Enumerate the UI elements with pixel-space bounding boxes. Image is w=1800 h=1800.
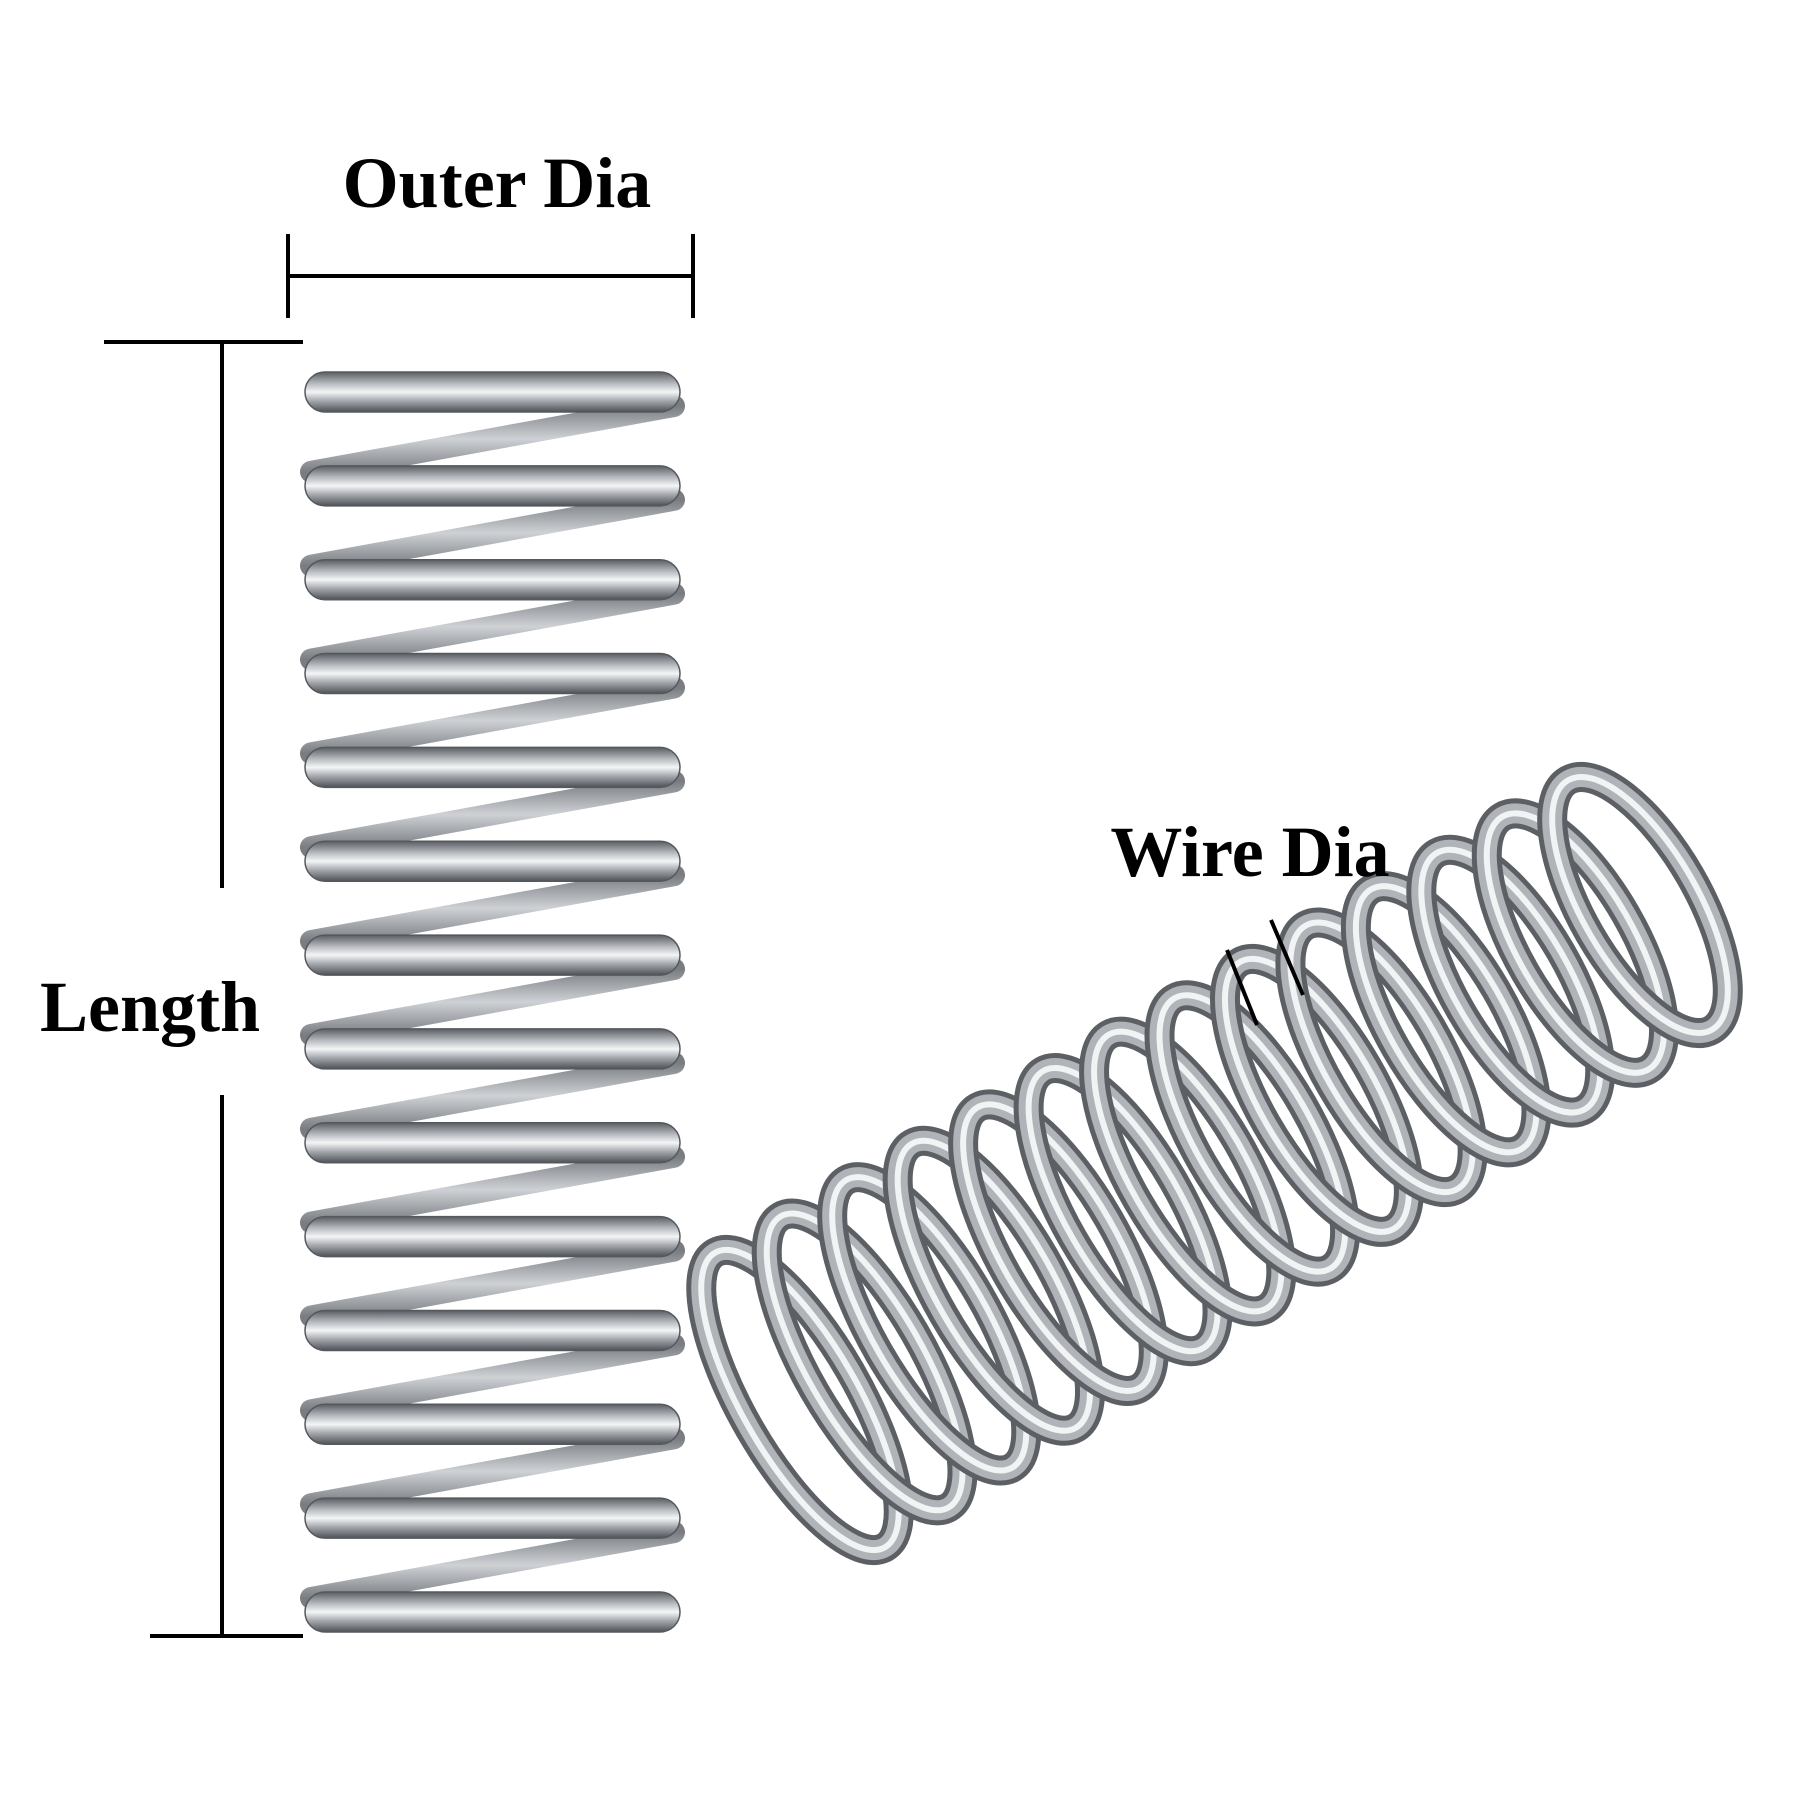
upright-spring-coil — [304, 746, 681, 789]
tilted-spring-coil-highlight — [1418, 846, 1604, 1116]
tilted-spring-coil-highlight — [698, 1246, 902, 1554]
upright-spring-back-strand — [300, 770, 685, 859]
upright-spring-coil — [304, 465, 681, 507]
outer-dia-label: Outer Dia — [343, 143, 652, 223]
upright-spring-back-strand — [300, 395, 685, 483]
tilted-spring — [686, 761, 1743, 1566]
upright-spring-back-strand — [300, 1239, 685, 1328]
upright-spring-back-strand — [300, 1521, 685, 1609]
tilted-spring-coil — [948, 1089, 1169, 1406]
tilted-spring-coil-highlight — [960, 1101, 1157, 1394]
upright-spring-back-strand — [300, 1051, 685, 1140]
upright-spring-coil — [304, 1591, 681, 1633]
tilted-spring-coil-highlight — [894, 1137, 1094, 1434]
tilted-spring-coil-highlight — [829, 1174, 1030, 1474]
outer-dia-dimension — [286, 234, 695, 318]
upright-spring-coil — [304, 371, 681, 413]
upright-spring-coil — [304, 1215, 681, 1258]
tilted-spring-coil — [1471, 798, 1679, 1088]
upright-spring — [300, 371, 685, 1633]
tilted-spring-coil-highlight — [763, 1210, 966, 1514]
length-dimension — [104, 340, 303, 1638]
tilted-spring-coil-highlight — [1025, 1065, 1221, 1355]
tilted-spring-coil — [817, 1162, 1042, 1486]
upright-spring-coil — [304, 934, 681, 976]
upright-spring-back-strand — [300, 1145, 685, 1234]
upright-spring-coil — [304, 840, 681, 882]
upright-spring-back-strand — [300, 676, 685, 765]
upright-spring-back-strand — [300, 958, 685, 1046]
tilted-spring-coil-highlight — [1352, 883, 1540, 1156]
upright-spring-back-strand — [300, 488, 685, 577]
tilted-spring-coil-highlight — [1287, 919, 1476, 1196]
upright-spring-back-strand — [300, 1333, 685, 1422]
wire-dia-dimension — [1225, 919, 1305, 1026]
tilted-spring-coil — [1275, 907, 1488, 1208]
tilted-spring-coil-highlight — [1483, 810, 1667, 1076]
tilted-spring-coil-highlight — [1549, 773, 1731, 1037]
upright-spring-back-strand — [300, 582, 685, 671]
length-label: Length — [40, 967, 260, 1047]
upright-spring-back-strand — [300, 1427, 685, 1516]
tilted-spring-coil — [1209, 943, 1424, 1247]
tilted-spring-coil — [1406, 834, 1616, 1128]
tilted-spring-coil — [1013, 1053, 1233, 1367]
tilted-spring-coil — [751, 1198, 978, 1526]
wire-dia-tick-left — [1225, 949, 1259, 1026]
tilted-spring-coil — [1144, 980, 1361, 1287]
upright-spring-coil — [304, 1028, 681, 1070]
upright-spring-coil — [304, 558, 681, 601]
tilted-spring-coil — [1340, 871, 1552, 1168]
tilted-spring-coil — [1079, 1016, 1297, 1327]
tilted-spring-coil — [1537, 761, 1743, 1049]
tilted-spring-coil-highlight — [1221, 955, 1412, 1235]
upright-spring-coil — [304, 652, 681, 695]
tilted-spring-coil-highlight — [1091, 1028, 1285, 1315]
upright-spring-coil — [304, 1497, 681, 1539]
upright-spring-coil — [304, 1309, 681, 1352]
tilted-spring-coil-highlight — [1156, 992, 1349, 1275]
upright-spring-coil — [304, 1403, 681, 1446]
tilted-spring-coil — [686, 1234, 914, 1566]
tilted-spring-coil — [882, 1125, 1106, 1446]
wire-dia-label: Wire Dia — [1110, 812, 1389, 892]
upright-spring-back-strand — [300, 864, 685, 953]
upright-spring-coil — [304, 1122, 681, 1164]
wire-dia-tick-right — [1269, 919, 1305, 996]
